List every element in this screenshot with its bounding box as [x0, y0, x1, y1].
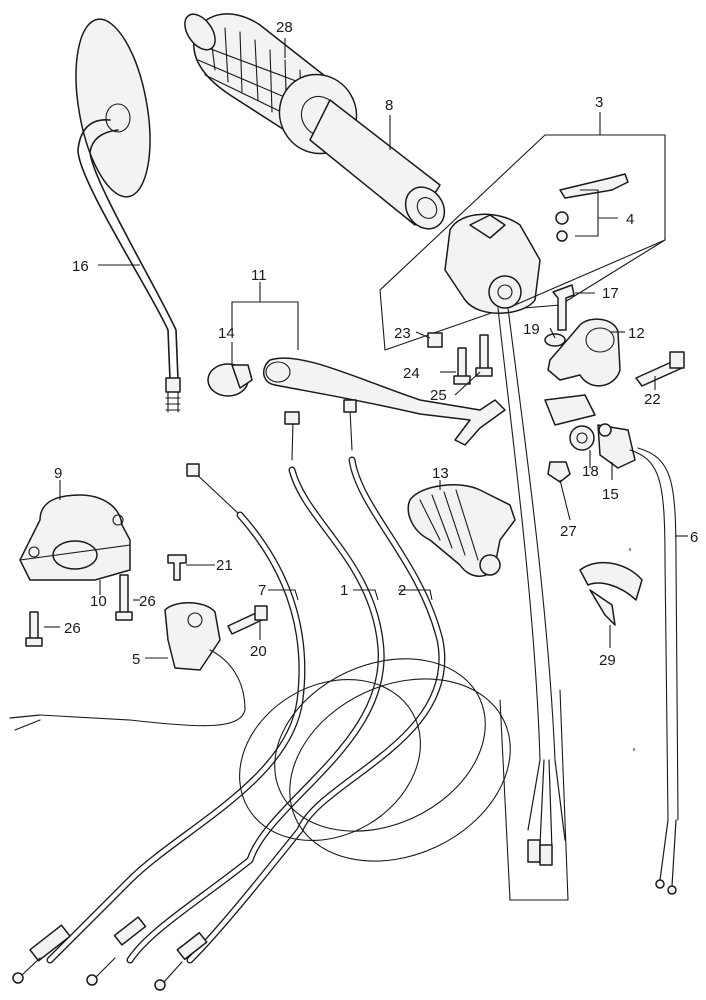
callout-23: 23	[394, 325, 411, 342]
callout-20: 20	[250, 643, 267, 660]
leader-lines	[44, 38, 688, 659]
callout-29: 29	[599, 652, 616, 669]
callout-2: 2	[398, 582, 406, 599]
grip-assembly	[184, 13, 446, 230]
callout-4: 4	[626, 211, 634, 228]
callout-21: 21	[216, 557, 233, 574]
callout-16: 16	[72, 258, 89, 275]
callout-28: 28	[276, 19, 293, 36]
callout-labels: 28 8 3 4 16 11 14 17 23 19 12 24 25 22 9…	[54, 19, 698, 669]
callout-27: 27	[560, 523, 577, 540]
callout-12: 12	[628, 325, 645, 342]
callout-3: 3	[595, 94, 603, 111]
callout-24: 24	[403, 365, 420, 382]
mirror-assembly	[75, 18, 181, 413]
callout-17: 17	[602, 285, 619, 302]
callout-13: 13	[432, 465, 449, 482]
callout-7: 7	[258, 582, 266, 599]
callout-22: 22	[644, 391, 661, 408]
stray-marks	[629, 548, 635, 752]
callout-25: 25	[430, 387, 447, 404]
callout-26-left: 26	[64, 620, 81, 637]
cable-clamp	[9, 602, 268, 731]
bolts-center	[427, 332, 493, 385]
callout-15: 15	[602, 486, 619, 503]
callout-5: 5	[132, 651, 140, 668]
decompressor-lever	[407, 484, 516, 577]
callout-19: 19	[523, 321, 540, 338]
callout-11: 11	[251, 267, 267, 284]
callout-1: 1	[340, 582, 348, 599]
callout-14: 14	[218, 325, 235, 342]
clutch-lever-assembly	[207, 301, 506, 446]
cable-strap	[579, 561, 643, 626]
control-cables	[12, 399, 511, 991]
switch-housing-group	[379, 134, 666, 901]
callout-18: 18	[582, 463, 599, 480]
callout-6: 6	[690, 529, 698, 546]
handlebar-holder	[19, 494, 187, 647]
callout-9: 9	[54, 465, 62, 482]
lever-perch-assembly	[544, 284, 685, 895]
callout-10: 10	[90, 593, 107, 610]
callout-8: 8	[385, 97, 393, 114]
callout-26-right: 26	[139, 593, 156, 610]
